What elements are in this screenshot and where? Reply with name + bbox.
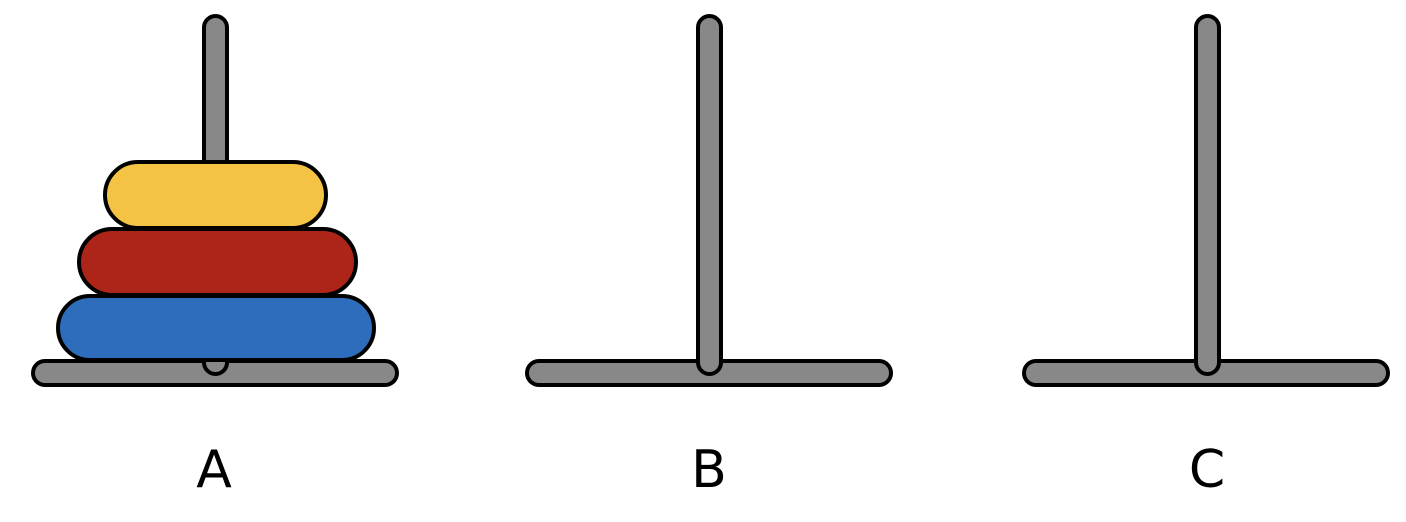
- disk-small-yellow: [103, 160, 328, 230]
- peg-b-label: B: [691, 440, 727, 500]
- peg-a-label: A: [196, 440, 232, 500]
- peg-c-pole: [1194, 14, 1221, 376]
- peg-c-label: C: [1189, 440, 1225, 500]
- peg-c: C: [1022, 14, 1390, 500]
- peg-a: A: [31, 14, 399, 500]
- peg-b-pole: [696, 14, 723, 376]
- disk-large-blue: [56, 294, 376, 362]
- peg-b: B: [525, 14, 893, 500]
- peg-a-disks: [56, 160, 376, 362]
- disk-medium-red: [77, 227, 358, 297]
